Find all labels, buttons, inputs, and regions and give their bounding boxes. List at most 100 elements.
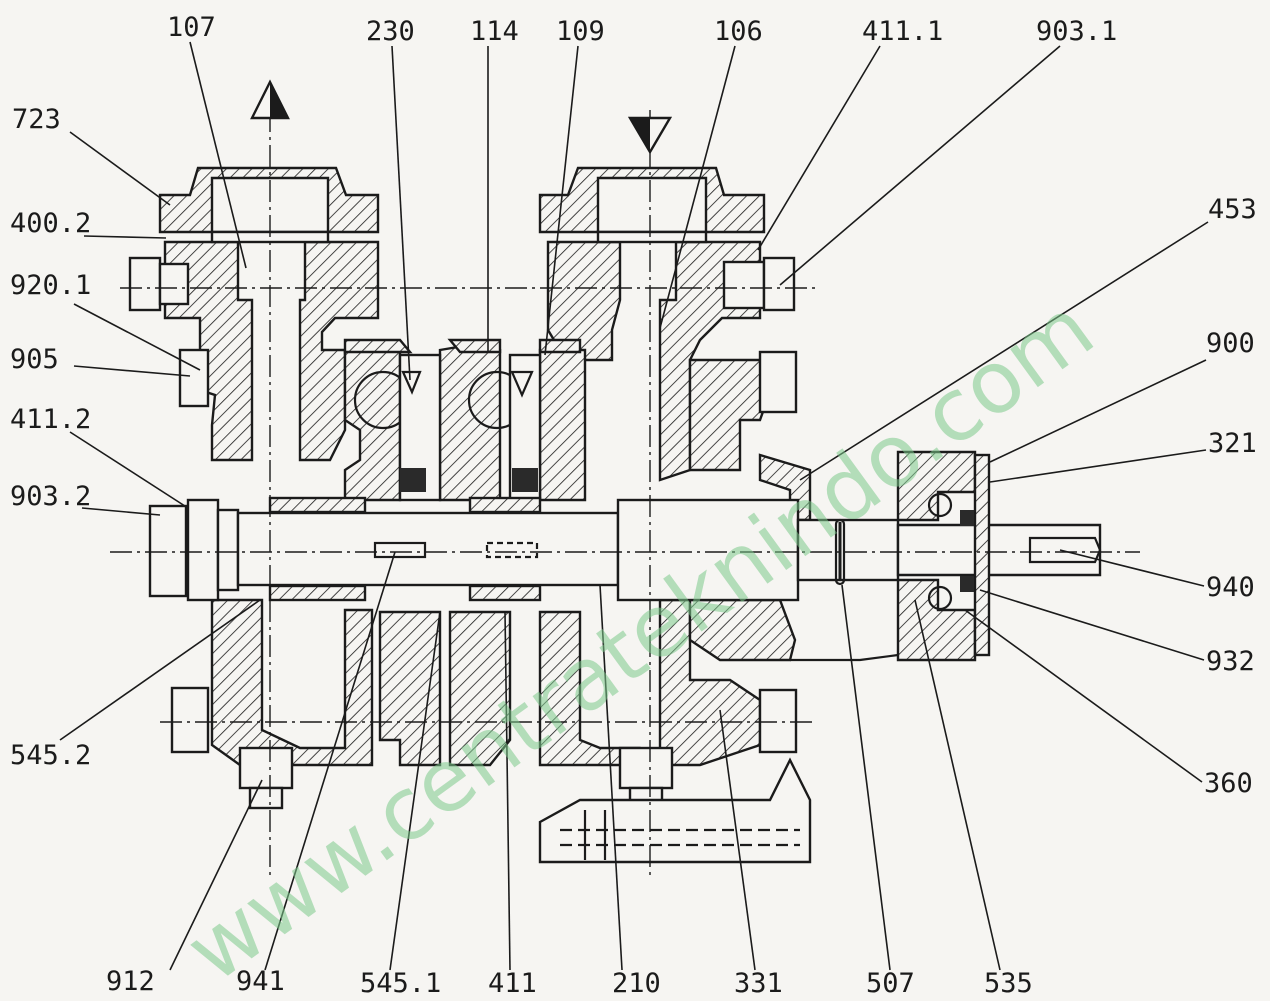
label-920-1: 920.1 [10, 270, 91, 301]
suction-flange [538, 166, 766, 234]
seal-ring-lower [960, 576, 974, 592]
impeller-vane-1 [401, 370, 422, 395]
ball-lower [927, 585, 953, 611]
label-230: 230 [366, 16, 415, 47]
label-903-1: 903.1 [1036, 16, 1117, 47]
leader-903-2 [81, 507, 161, 516]
bracket-curve [790, 653, 899, 662]
leader-920-1 [73, 303, 201, 371]
label-331: 331 [734, 968, 783, 999]
label-912: 912 [106, 966, 155, 997]
bolt-lower-right [758, 688, 798, 754]
center-lines [110, 110, 1140, 880]
leader-905 [73, 365, 191, 377]
bolt-903-1-head [722, 260, 766, 310]
stage-casings [343, 343, 587, 502]
leader-411-2 [69, 431, 189, 509]
label-107: 107 [167, 12, 216, 43]
suction-arrow-fill [630, 118, 650, 152]
bolt-903-2 [148, 504, 188, 598]
bolts [128, 256, 798, 810]
label-900: 900 [1206, 328, 1255, 359]
key-941 [373, 541, 427, 559]
leader-912 [169, 779, 263, 971]
label-411-2: 411.2 [10, 404, 91, 435]
end-cap-left [216, 508, 240, 592]
leader-411-1 [757, 45, 881, 251]
label-535: 535 [984, 968, 1033, 999]
stage-casing-3 [538, 348, 587, 502]
shaft-sleeve-4 [468, 584, 542, 602]
leader-723 [69, 131, 171, 206]
part-labels: 107 230 114 109 106 411.1 903.1 723 400.… [10, 12, 1257, 999]
suction-gasket [596, 230, 708, 244]
impeller-vane-2 [510, 370, 534, 398]
label-411: 411 [488, 968, 537, 999]
label-941: 941 [236, 966, 285, 997]
band-3 [538, 338, 582, 354]
shaft-mid-section [796, 518, 900, 582]
bearing-housing-upper [896, 450, 977, 522]
foot-hidden-lines [560, 828, 800, 847]
leader-lines [59, 41, 1209, 971]
bolt-upper-right [758, 350, 798, 414]
label-106: 106 [714, 16, 763, 47]
foot-plate [538, 757, 812, 864]
nut-912-base [248, 786, 284, 810]
leader-400-2 [83, 235, 167, 239]
label-411-1: 411.1 [862, 16, 943, 47]
shaft-main [236, 511, 620, 587]
label-453: 453 [1208, 194, 1257, 225]
leader-230 [391, 45, 411, 381]
flow-arrows [250, 79, 673, 155]
band-1 [343, 338, 413, 354]
label-545-2: 545.2 [10, 740, 91, 771]
leader-932 [979, 589, 1205, 661]
impeller-hub-2 [512, 468, 538, 492]
discharge-arrow-fill [270, 82, 288, 118]
leader-321 [989, 449, 1207, 483]
nut-210 [618, 746, 674, 790]
leader-109 [544, 45, 579, 356]
bearing-bracket-upper [688, 358, 772, 472]
band-2 [447, 338, 502, 354]
label-109: 109 [556, 16, 605, 47]
seal-ring-upper [960, 510, 974, 526]
shaft-drive-end [896, 523, 1102, 577]
label-400-2: 400.2 [10, 208, 91, 239]
foot-bolt-hole [583, 810, 607, 860]
label-905: 905 [10, 344, 59, 375]
label-360: 360 [1204, 768, 1253, 799]
leader-903-1 [779, 45, 1061, 286]
label-545-1: 545.1 [360, 968, 441, 999]
leader-453 [799, 221, 1209, 481]
leader-507 [841, 584, 891, 971]
label-210: 210 [612, 968, 661, 999]
bolt-lower-left [170, 686, 210, 754]
label-507: 507 [866, 968, 915, 999]
label-903-2: 903.2 [10, 481, 91, 512]
oring-507 [834, 518, 846, 586]
label-114: 114 [470, 16, 519, 47]
pump-foot [538, 757, 812, 864]
leader-360 [964, 609, 1203, 783]
shaft-sleeve-3 [468, 496, 542, 514]
bearing-housing [790, 450, 991, 662]
bolt-920-1-head [128, 256, 162, 312]
nut-912 [238, 746, 294, 790]
label-940: 940 [1206, 572, 1255, 603]
leader-545-2 [59, 599, 261, 741]
leader-331 [719, 709, 756, 971]
leader-535 [914, 599, 1001, 971]
ball-upper [927, 492, 953, 518]
leader-107 [189, 41, 247, 269]
stage-casing-2 [438, 343, 502, 502]
label-321: 321 [1208, 428, 1257, 459]
lower-stage-2 [448, 610, 512, 767]
bolt-905-head [178, 348, 210, 408]
leader-940 [1059, 549, 1205, 587]
leader-106 [659, 45, 736, 329]
leader-941 [264, 551, 396, 971]
